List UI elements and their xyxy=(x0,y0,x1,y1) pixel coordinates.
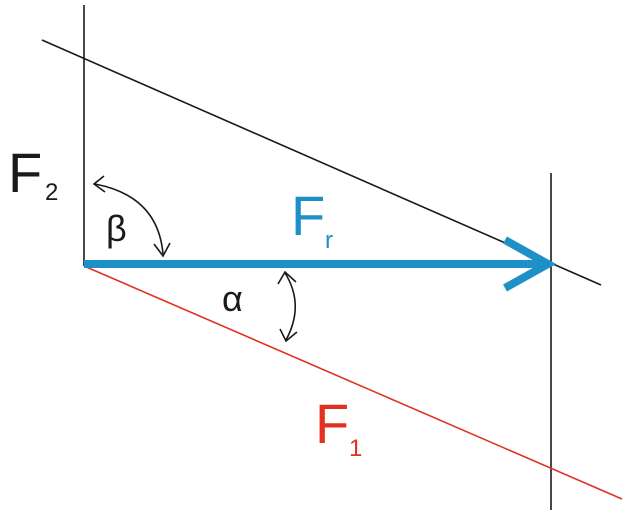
beta-arc-arrowhead-bottom xyxy=(153,242,171,258)
beta-angle-arc xyxy=(92,175,171,258)
f1-label-subscript: 1 xyxy=(349,435,362,462)
f2-label-subscript: 2 xyxy=(45,179,58,206)
f2-label: F xyxy=(8,141,42,204)
alpha-label: α xyxy=(222,278,243,319)
f1-line xyxy=(83,265,623,500)
resultant-label-subscript: r xyxy=(325,227,333,254)
alpha-arc-arrowhead-top xyxy=(277,270,297,285)
resultant-arrow xyxy=(84,236,557,292)
beta-label: β xyxy=(106,208,127,249)
f1-label: F xyxy=(315,392,349,455)
beta-arc-arrowhead-top xyxy=(92,175,106,193)
resultant-arrow-head xyxy=(503,236,557,292)
resultant-label: F xyxy=(291,184,325,247)
alpha-arc-curve xyxy=(284,272,296,341)
alpha-arc-arrowhead-bottom xyxy=(279,328,298,343)
alpha-angle-arc xyxy=(277,270,298,343)
beta-arc-curve xyxy=(94,183,164,255)
